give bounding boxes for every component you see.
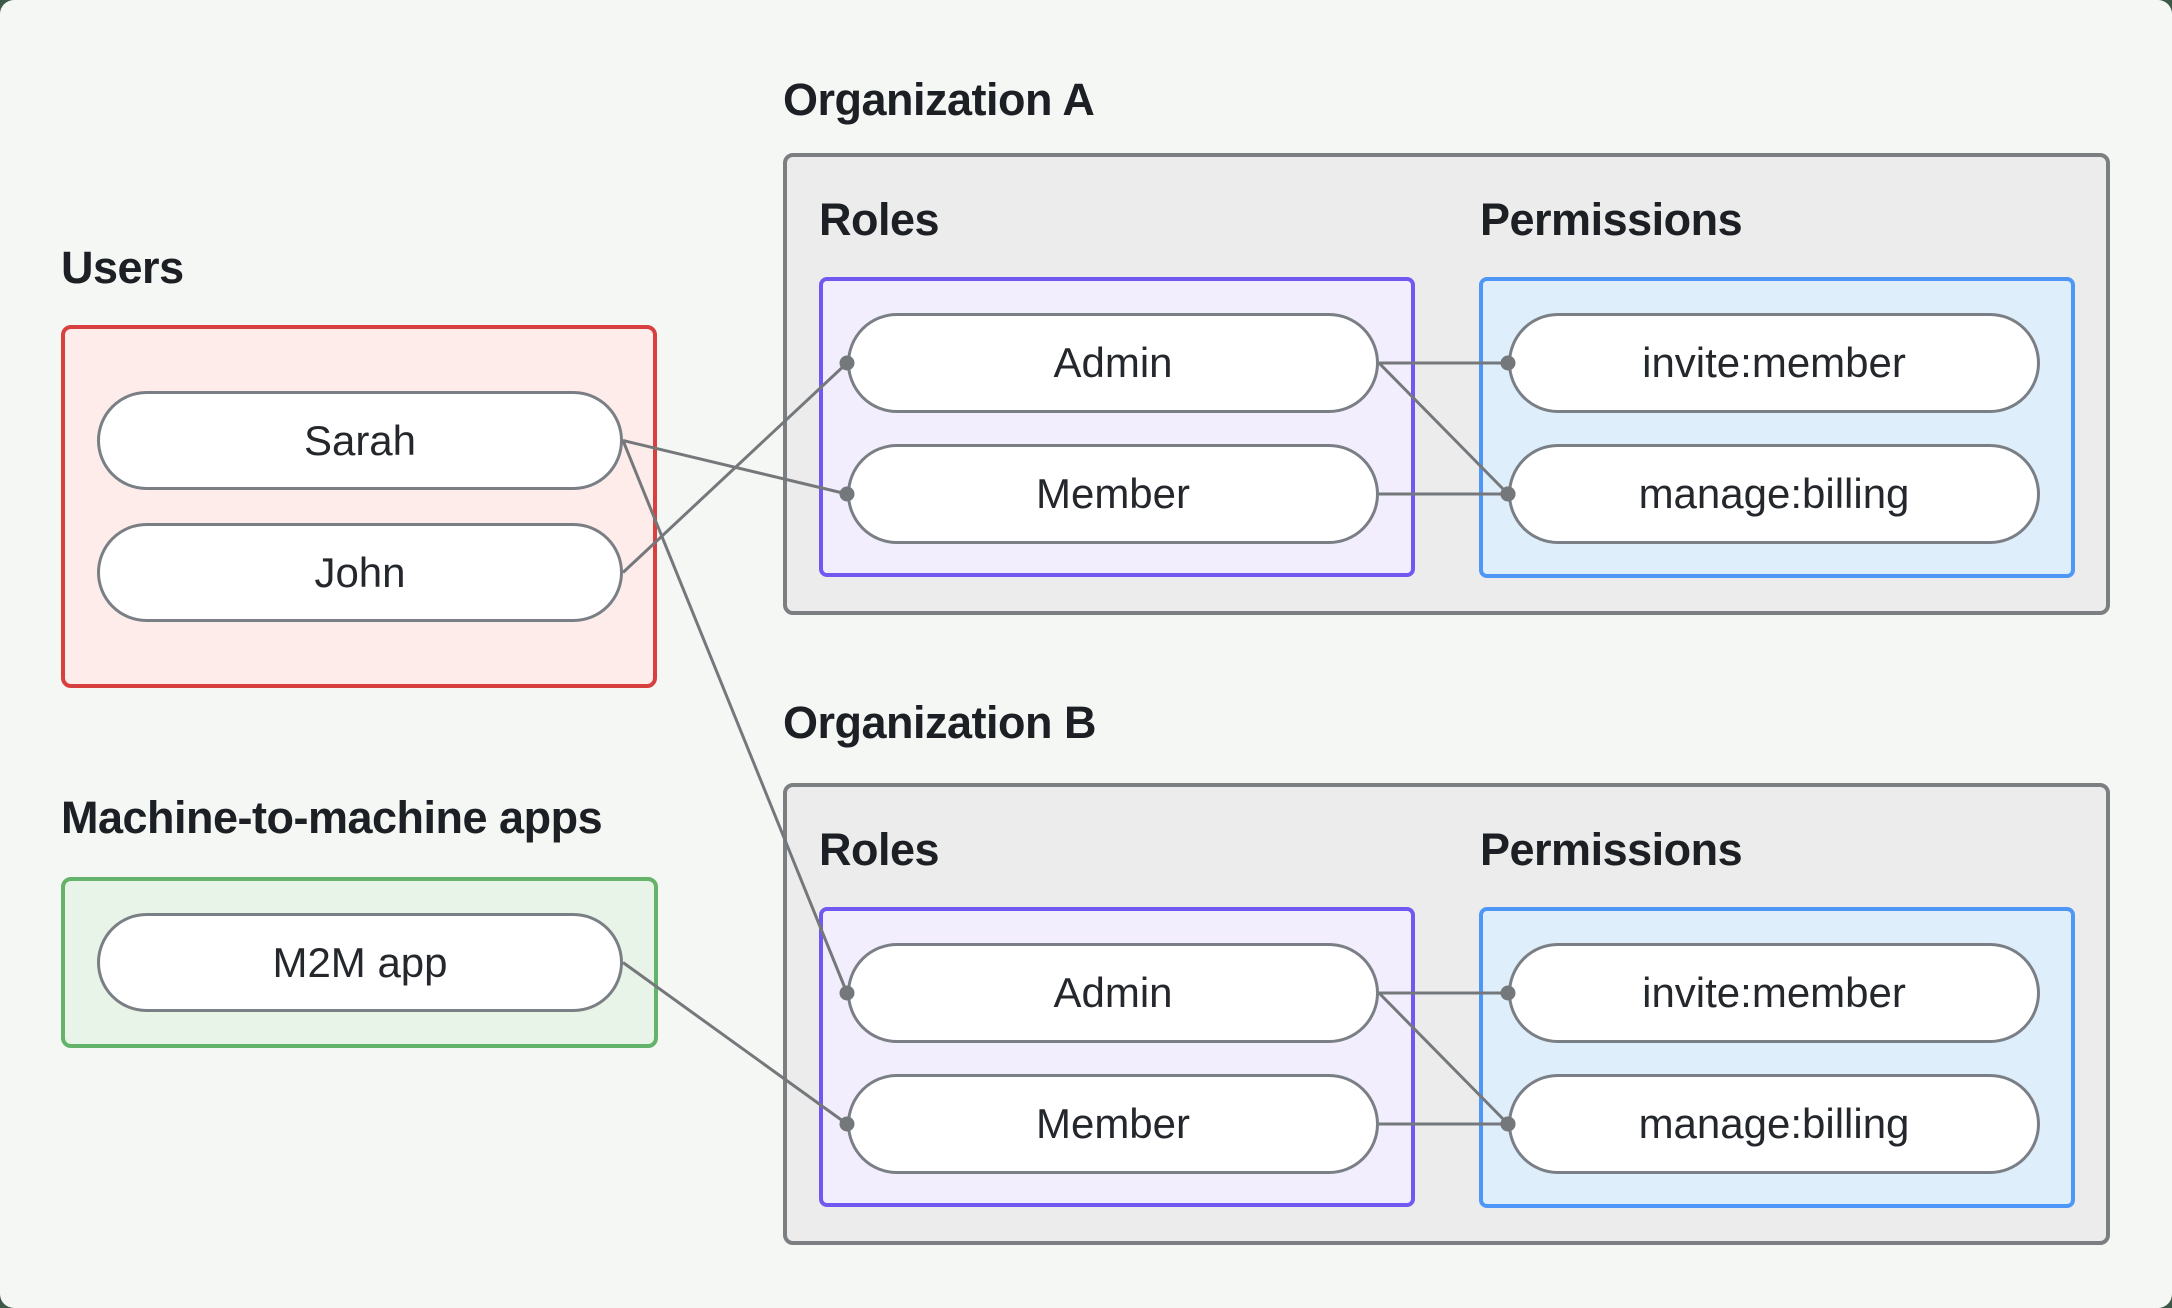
org-b-permissions-label: Permissions — [1480, 824, 1743, 875]
org-a-role-member: Member — [847, 444, 1379, 544]
org-b-role-admin: Admin — [847, 943, 1379, 1043]
user-node-john: John — [97, 523, 623, 622]
org-a-role-admin: Admin — [847, 313, 1379, 413]
user-node-sarah: Sarah — [97, 391, 623, 490]
org-a-permission-invite-member: invite:member — [1508, 313, 2040, 413]
org-b-title: Organization B — [783, 697, 1097, 748]
org-b-role-member: Member — [847, 1074, 1379, 1174]
users-group-box — [61, 325, 657, 688]
org-a-permissions-label: Permissions — [1480, 194, 1743, 245]
org-b-permission-invite-member: invite:member — [1508, 943, 2040, 1043]
org-b-roles-label: Roles — [819, 824, 940, 875]
m2m-app-node: M2M app — [97, 913, 623, 1012]
users-group-label: Users — [61, 242, 184, 293]
org-a-permission-manage-billing: manage:billing — [1508, 444, 2040, 544]
org-b-permission-manage-billing: manage:billing — [1508, 1074, 2040, 1174]
org-a-roles-label: Roles — [819, 194, 940, 245]
org-a-title: Organization A — [783, 74, 1095, 125]
m2m-group-label: Machine-to-machine apps — [61, 792, 603, 843]
